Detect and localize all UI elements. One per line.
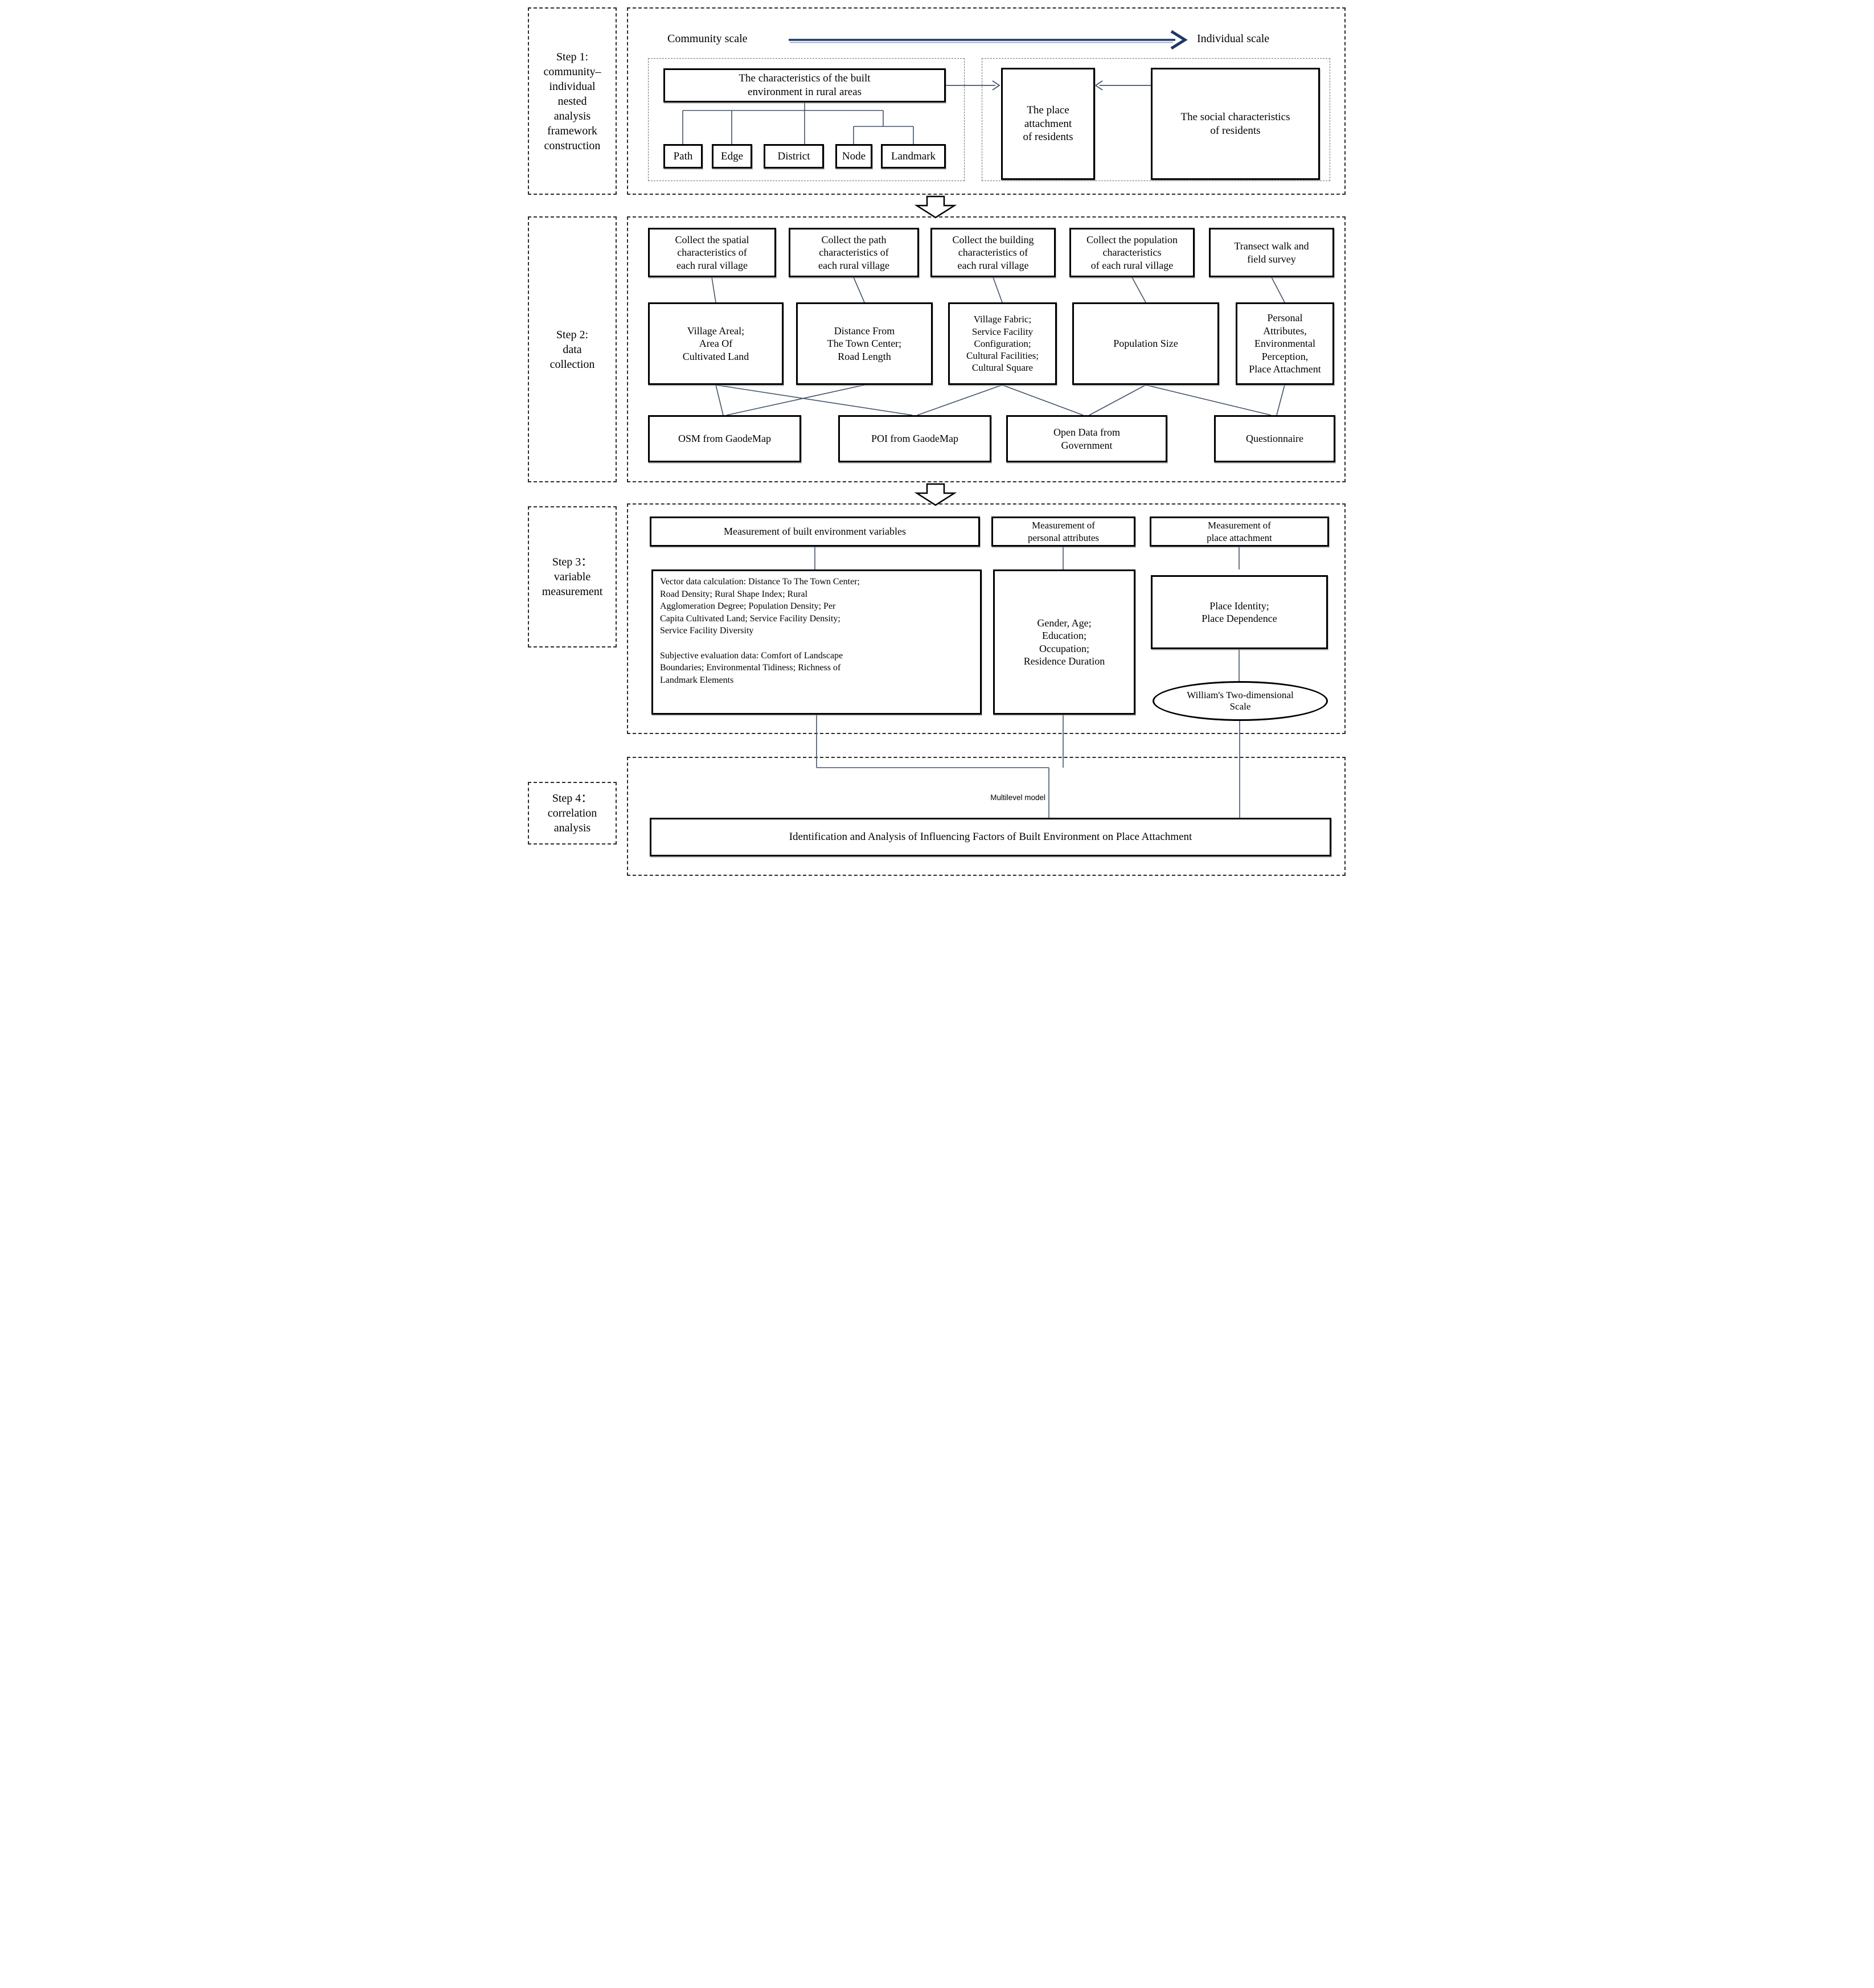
- element-box-district: District: [764, 144, 824, 169]
- distance-town-box: Distance From The Town Center; Road Leng…: [796, 302, 933, 385]
- population-size-box: Population Size: [1072, 302, 1219, 385]
- williams-scale-ellipse: William's Two-dimensional Scale: [1153, 681, 1328, 721]
- collect-spatial-box: Collect the spatial characteristics of e…: [648, 228, 776, 277]
- personal-attributes-box: Personal Attributes, Environmental Perce…: [1236, 302, 1334, 385]
- village-areal-box: Village Areal; Area Of Cultivated Land: [648, 302, 784, 385]
- multilevel-model-label: Multilevel model: [990, 793, 1045, 802]
- step3-label: Step 3： variable measurement: [528, 506, 617, 647]
- step1-label: Step 1: community– individual nested ana…: [528, 7, 617, 195]
- step2-band: [627, 216, 1346, 482]
- personal-attributes-detail-box: Gender, Age; Education; Occupation; Resi…: [993, 569, 1135, 715]
- open-data-government-box: Open Data from Government: [1006, 415, 1167, 462]
- collect-path-box: Collect the path characteristics of each…: [789, 228, 919, 277]
- built-env-variables-box: Vector data calculation: Distance To The…: [651, 569, 982, 715]
- methodology-flow-diagram: Step 1: community– individual nested ana…: [520, 0, 1354, 884]
- element-box-edge: Edge: [712, 144, 752, 169]
- place-identity-box: Place Identity; Place Dependence: [1151, 575, 1328, 649]
- step4-label: Step 4： correlation analysis: [528, 782, 617, 845]
- measurement-personal-header: Measurement of personal attributes: [991, 517, 1135, 547]
- collect-population-box: Collect the population characteristics o…: [1069, 228, 1195, 277]
- poi-gaodemap-box: POI from GaodeMap: [838, 415, 991, 462]
- village-fabric-box: Village Fabric; Service Facility Configu…: [948, 302, 1057, 385]
- down-arrow-icon-step2-3: [914, 483, 957, 506]
- place-attachment-box: The place attachment of residents: [1001, 68, 1095, 180]
- down-arrow-icon-step1-2: [914, 195, 957, 219]
- element-box-path: Path: [663, 144, 703, 169]
- individual-scale-label: Individual scale: [1197, 32, 1270, 45]
- built-environment-box: The characteristics of the built environ…: [663, 68, 946, 103]
- transect-walk-box: Transect walk and field survey: [1209, 228, 1334, 277]
- element-box-node: Node: [835, 144, 872, 169]
- social-characteristics-box: The social characteristics of residents: [1151, 68, 1320, 180]
- measurement-built-env-header: Measurement of built environment variabl…: [650, 517, 980, 547]
- result-box: Identification and Analysis of Influenci…: [650, 818, 1331, 856]
- measurement-place-header: Measurement of place attachment: [1150, 517, 1329, 547]
- individual-group-frame: [982, 58, 1330, 181]
- osm-gaodemap-box: OSM from GaodeMap: [648, 415, 801, 462]
- step4-band: [627, 757, 1346, 876]
- community-group-frame: [648, 58, 965, 181]
- step1-band: [627, 7, 1346, 195]
- element-box-landmark: Landmark: [881, 144, 946, 169]
- step3-band: [627, 503, 1346, 734]
- community-scale-label: Community scale: [667, 32, 748, 45]
- questionnaire-box: Questionnaire: [1214, 415, 1335, 462]
- step2-label: Step 2: data collection: [528, 216, 617, 482]
- collect-building-box: Collect the building characteristics of …: [930, 228, 1056, 277]
